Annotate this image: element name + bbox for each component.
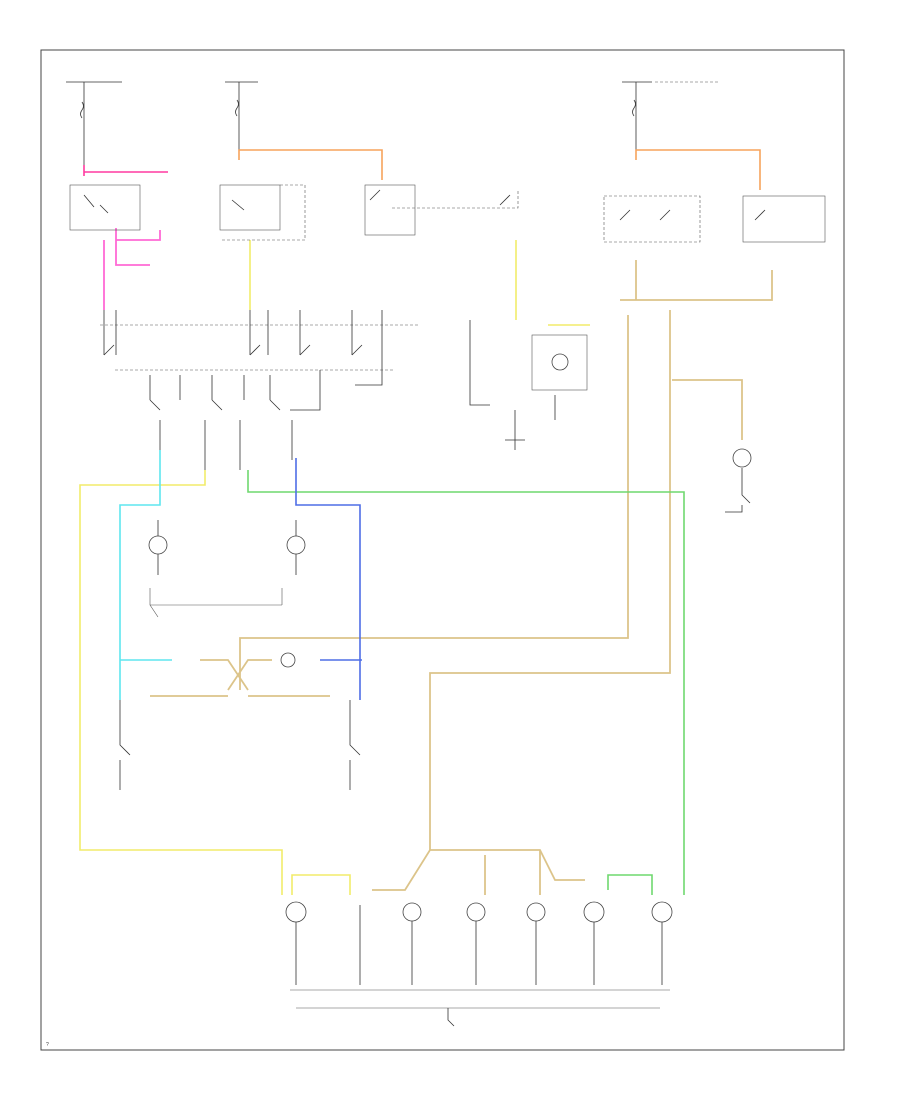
relay-top-right-a (603, 195, 701, 243)
ganged-switch (392, 190, 519, 209)
switch-left (69, 184, 141, 231)
corner-label: ? (46, 1042, 49, 1048)
switch-center (364, 184, 416, 236)
wire-yellow-long (79, 470, 283, 895)
wire-tan-long-b (429, 310, 671, 850)
wire-tan-top (620, 260, 773, 301)
switch-lower-left (119, 700, 131, 790)
lamp-left-upper (148, 520, 168, 575)
wire-magenta (103, 228, 161, 310)
switch-bank (100, 310, 420, 470)
lamp-center (280, 652, 296, 668)
wire-green-long (247, 470, 685, 895)
power-feeds (66, 81, 720, 165)
middle-relay (469, 320, 588, 450)
wire-tan-long-a (239, 315, 629, 690)
wire-orange-left (238, 149, 383, 180)
wire-tan-cross (150, 659, 330, 697)
diagram-frame (40, 49, 845, 1051)
switch-lower-right (349, 700, 361, 790)
wire-blue (295, 458, 362, 700)
mid-switch-bar (149, 588, 283, 618)
relay-top-right-b (742, 195, 826, 243)
wire-orange-right (635, 149, 761, 190)
switch-center-left (219, 184, 306, 241)
lamp-right-upper (286, 520, 306, 575)
wire-pink (83, 165, 168, 176)
wire-cyan (119, 450, 172, 700)
bottom-cluster (285, 849, 673, 1027)
right-lamp (672, 379, 752, 513)
